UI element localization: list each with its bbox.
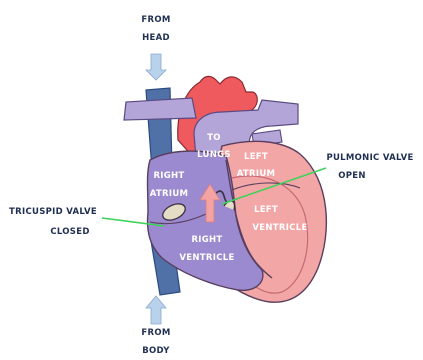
label-from-head-line1: FROM — [141, 15, 170, 25]
label-right-ventricle-line2: VENTRICLE — [179, 253, 234, 263]
label-tricuspid-valve-line2: CLOSED — [50, 227, 89, 237]
label-from-body-line2: BODY — [142, 346, 170, 356]
label-pulmonic-valve-line2: OPEN — [338, 171, 366, 181]
up-arrow-from-body — [146, 296, 166, 324]
label-pulmonic-valve-line1: PULMONIC VALVE — [326, 153, 413, 163]
label-right-atrium-line2: ATRIUM — [150, 189, 189, 199]
label-from-head-line2: HEAD — [142, 33, 170, 43]
label-left-ventricle-line1: LEFT — [254, 205, 278, 215]
label-to-lungs-line2: LUNGS — [197, 150, 231, 160]
label-to-lungs-line1: TO — [207, 133, 221, 143]
label-tricuspid-valve-line1: TRICUSPID VALVE — [9, 207, 97, 217]
label-left-atrium-line1: LEFT — [244, 152, 268, 162]
label-right-atrium-line1: RIGHT — [153, 171, 184, 181]
label-right-ventricle-line1: RIGHT — [191, 235, 222, 245]
pulmonary-artery-left-branch — [124, 98, 196, 120]
label-left-atrium-line2: ATRIUM — [237, 169, 276, 179]
down-arrow-from-head — [146, 54, 166, 80]
label-left-ventricle-line2: VENTRICLE — [252, 223, 307, 233]
label-from-body-line1: FROM — [141, 328, 170, 338]
